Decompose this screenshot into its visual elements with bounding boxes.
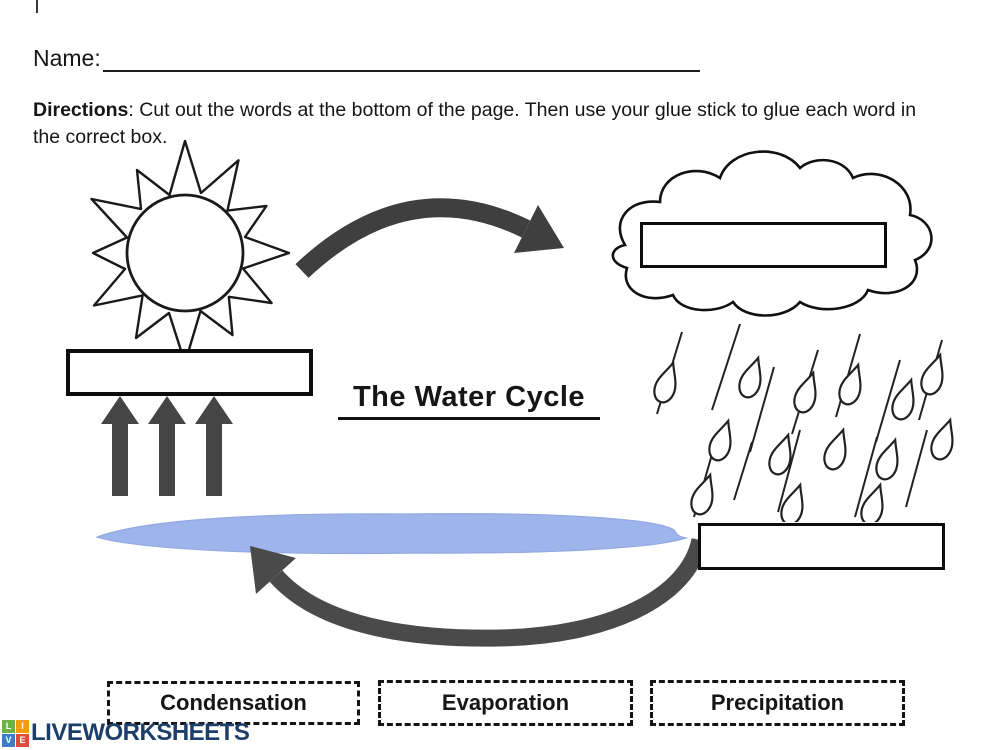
word-bank-evaporation[interactable]: Evaporation	[378, 680, 633, 726]
cycle-arrow-bottom-icon	[250, 538, 709, 647]
page-artifact-mark	[36, 0, 38, 13]
word-label: Condensation	[160, 690, 307, 715]
answer-box-sun[interactable]	[66, 349, 313, 396]
directions-label: Directions	[33, 99, 129, 121]
liveworksheets-logo[interactable]: L I V E LIVEWORKSHEETS	[2, 719, 250, 747]
directions-body: : Cut out the words at the bottom of the…	[33, 99, 917, 149]
logo-tile-v: V	[2, 733, 15, 747]
directions-text: Directions: Cut out the words at the bot…	[33, 97, 945, 152]
name-blank-line[interactable]	[102, 44, 700, 72]
name-row: Name:	[33, 44, 700, 72]
word-label: Evaporation	[441, 690, 570, 715]
answer-box-cloud[interactable]	[640, 222, 887, 268]
name-label: Name:	[33, 45, 101, 71]
page-title: The Water Cycle	[338, 381, 600, 420]
liveworksheets-grid-icon: L I V E	[2, 719, 29, 747]
answer-box-water[interactable]	[698, 523, 945, 570]
logo-tile-l: L	[2, 719, 15, 733]
logo-tile-i: I	[16, 719, 29, 733]
sun-icon	[90, 139, 291, 365]
water-body-icon	[95, 513, 689, 555]
cycle-arrow-top-icon	[295, 198, 564, 278]
rain-icon	[649, 323, 961, 522]
logo-tile-e: E	[16, 733, 29, 747]
word-bank-precipitation[interactable]: Precipitation	[650, 680, 905, 726]
logo-wordmark: LIVEWORKSHEETS	[31, 719, 250, 746]
word-bank-condensation[interactable]: Condensation	[107, 681, 360, 725]
word-label: Precipitation	[710, 690, 845, 715]
evaporation-arrows-icon	[101, 396, 233, 496]
